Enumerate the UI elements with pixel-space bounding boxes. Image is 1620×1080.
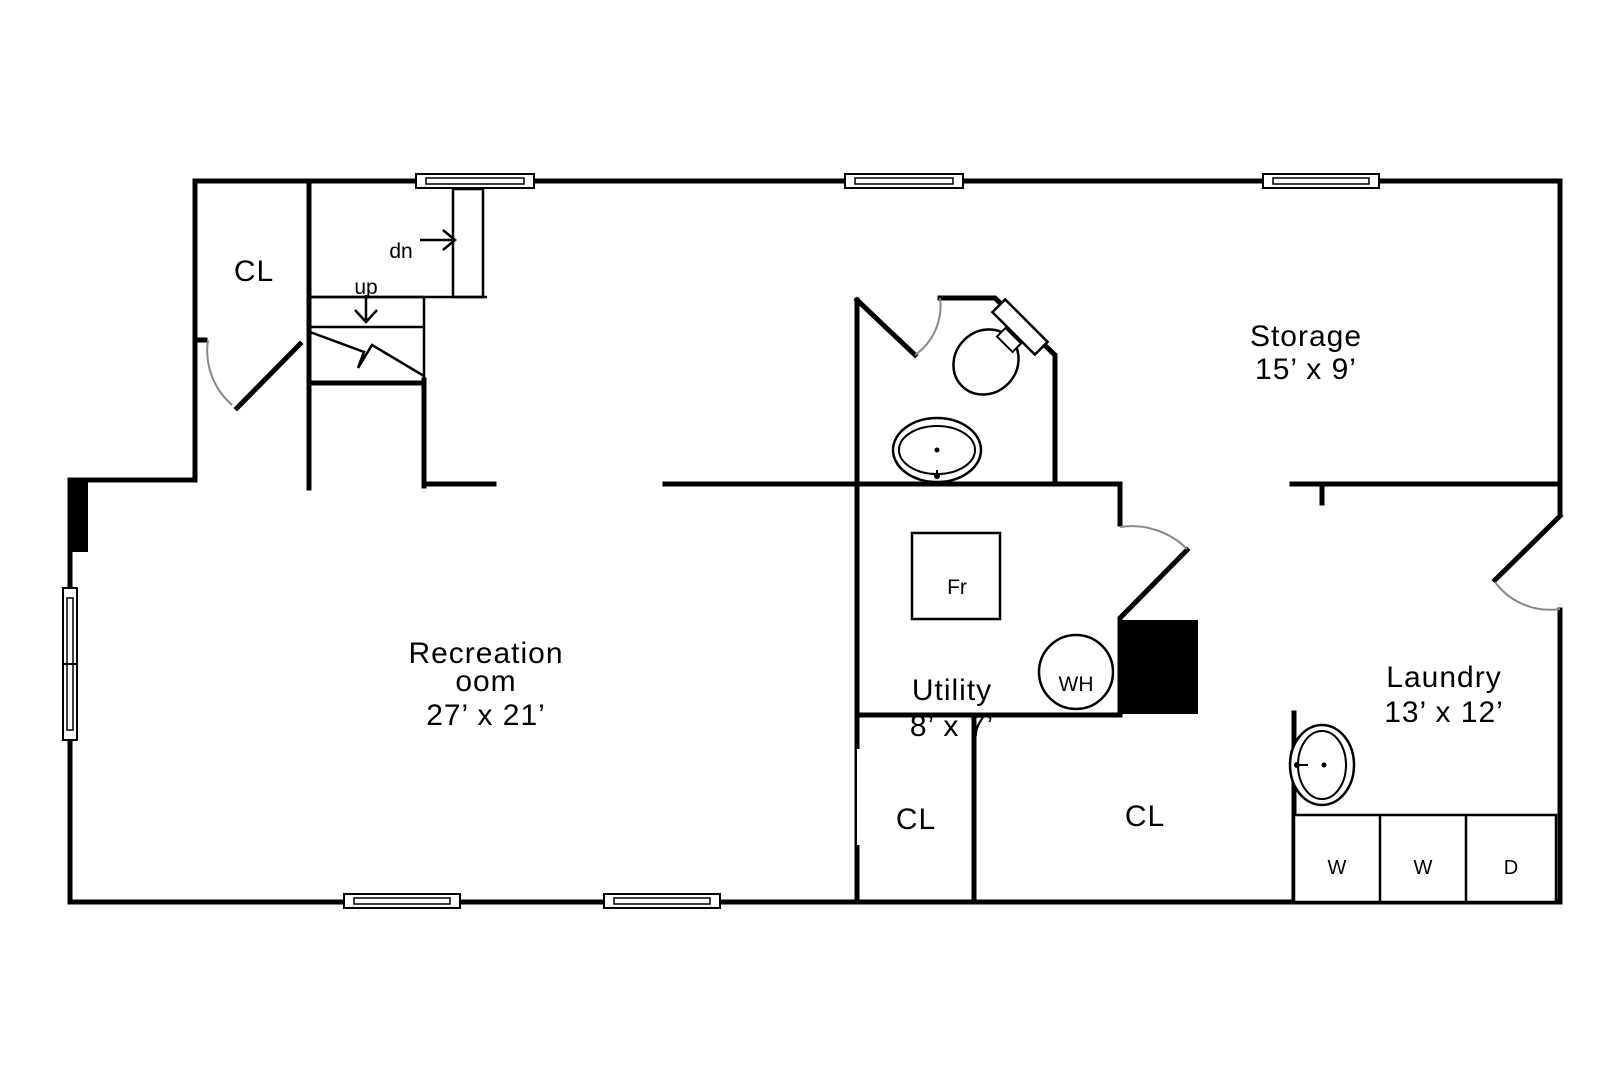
door-swings xyxy=(206,297,1561,611)
recreation-room-name-1: Recreation xyxy=(408,637,563,670)
water-heater-label: WH xyxy=(1059,673,1094,696)
utility-room-dimensions: 8’ x 7’ xyxy=(910,710,994,743)
stair-down-arrow xyxy=(420,229,457,251)
laundry-sink-icon xyxy=(1288,723,1356,807)
windows xyxy=(62,173,1380,909)
dryer-label: D xyxy=(1504,857,1518,879)
stair-down-label: dn xyxy=(389,240,412,263)
closet-top-left-label: CL xyxy=(234,255,274,288)
window-top-3 xyxy=(1262,173,1380,189)
stair-up-label: up xyxy=(354,276,377,299)
window-bottom-2 xyxy=(603,893,721,909)
window-bottom-1 xyxy=(343,893,461,909)
storage-room-name: Storage xyxy=(1250,320,1362,353)
bathroom-fixtures xyxy=(891,297,1050,484)
laundry-fixtures xyxy=(1288,723,1558,904)
washer-1-label: W xyxy=(1328,857,1347,879)
utility-fixtures xyxy=(910,531,1198,714)
laundry-room-dimensions: 13’ x 12’ xyxy=(1384,696,1504,729)
toilet-icon xyxy=(952,297,1050,396)
water-heater-icon xyxy=(1037,633,1115,711)
window-top-2 xyxy=(844,173,964,189)
chimney-block xyxy=(1120,620,1198,714)
recreation-room-name-2: oom xyxy=(455,665,516,698)
window-top-1 xyxy=(415,173,535,189)
appliance-row xyxy=(1292,813,1558,904)
sink-icon xyxy=(891,416,983,484)
laundry-room-name: Laundry xyxy=(1386,661,1501,694)
recreation-room-dimensions: 27’ x 21’ xyxy=(426,699,546,732)
window-left xyxy=(62,587,78,741)
furnace-label: Fr xyxy=(947,576,967,599)
closet-center-small-label: CL xyxy=(896,803,936,836)
staircase xyxy=(309,187,487,380)
closet-opening xyxy=(857,749,865,845)
labels: CL dn up Recreation oom 27’ x 21’ Storag… xyxy=(234,240,1518,879)
washer-2-label: W xyxy=(1414,857,1433,879)
stair-up-arrow xyxy=(354,295,378,324)
utility-room-name: Utility xyxy=(912,674,992,707)
closet-center-large-label: CL xyxy=(1125,800,1165,833)
storage-room-dimensions: 15’ x 9’ xyxy=(1255,353,1357,386)
interior-walls xyxy=(192,178,1564,905)
wall-column xyxy=(68,482,88,552)
furnace-box xyxy=(910,531,1002,621)
